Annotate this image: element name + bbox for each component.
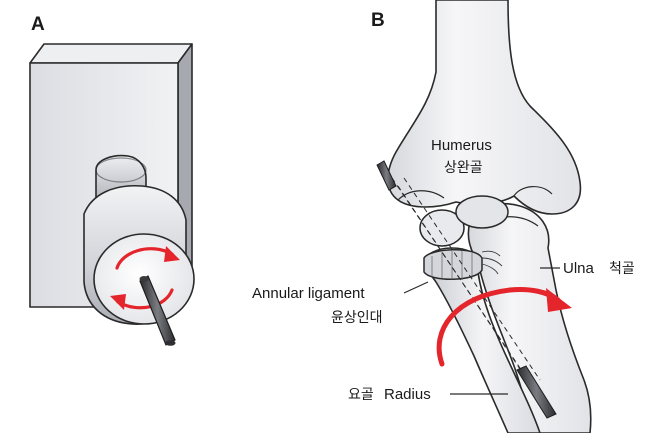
ulna-bone bbox=[467, 202, 592, 434]
annular-ligament-band bbox=[423, 249, 483, 280]
pronation-arrow bbox=[436, 287, 561, 367]
capitulum bbox=[419, 209, 465, 247]
annular-ligament-label: Annular ligament bbox=[252, 285, 365, 302]
radius-label: Radius bbox=[384, 386, 431, 403]
trochlea bbox=[455, 195, 509, 229]
ulna-label: Ulna bbox=[563, 260, 595, 277]
humerus-bone bbox=[387, 0, 582, 215]
panel-a-letter: A bbox=[31, 14, 45, 35]
radius-label-ko: 요골 bbox=[348, 386, 374, 402]
panel-b-letter: B bbox=[371, 10, 385, 31]
leader-lines bbox=[403, 267, 560, 395]
ulna-label-ko: 척골 bbox=[609, 260, 635, 276]
pronation-arrow-head bbox=[546, 288, 572, 312]
humerus-label-ko: 상완골 bbox=[444, 159, 483, 175]
panel-b-elbow bbox=[376, 0, 592, 434]
annular-ligament-label-ko: 윤상인대 bbox=[331, 309, 383, 325]
axis-rod-top bbox=[376, 160, 397, 191]
axis-rod-bottom bbox=[516, 365, 557, 419]
humerus-label: Humerus bbox=[431, 137, 492, 154]
block-top-face bbox=[29, 43, 193, 64]
axle-neck-rim bbox=[95, 157, 147, 183]
panel-a-model bbox=[29, 43, 195, 346]
rotation-arrow-upper-head bbox=[164, 246, 180, 262]
rotation-axis-dashed bbox=[391, 177, 541, 391]
rotation-arrow-lower-head bbox=[110, 294, 126, 310]
